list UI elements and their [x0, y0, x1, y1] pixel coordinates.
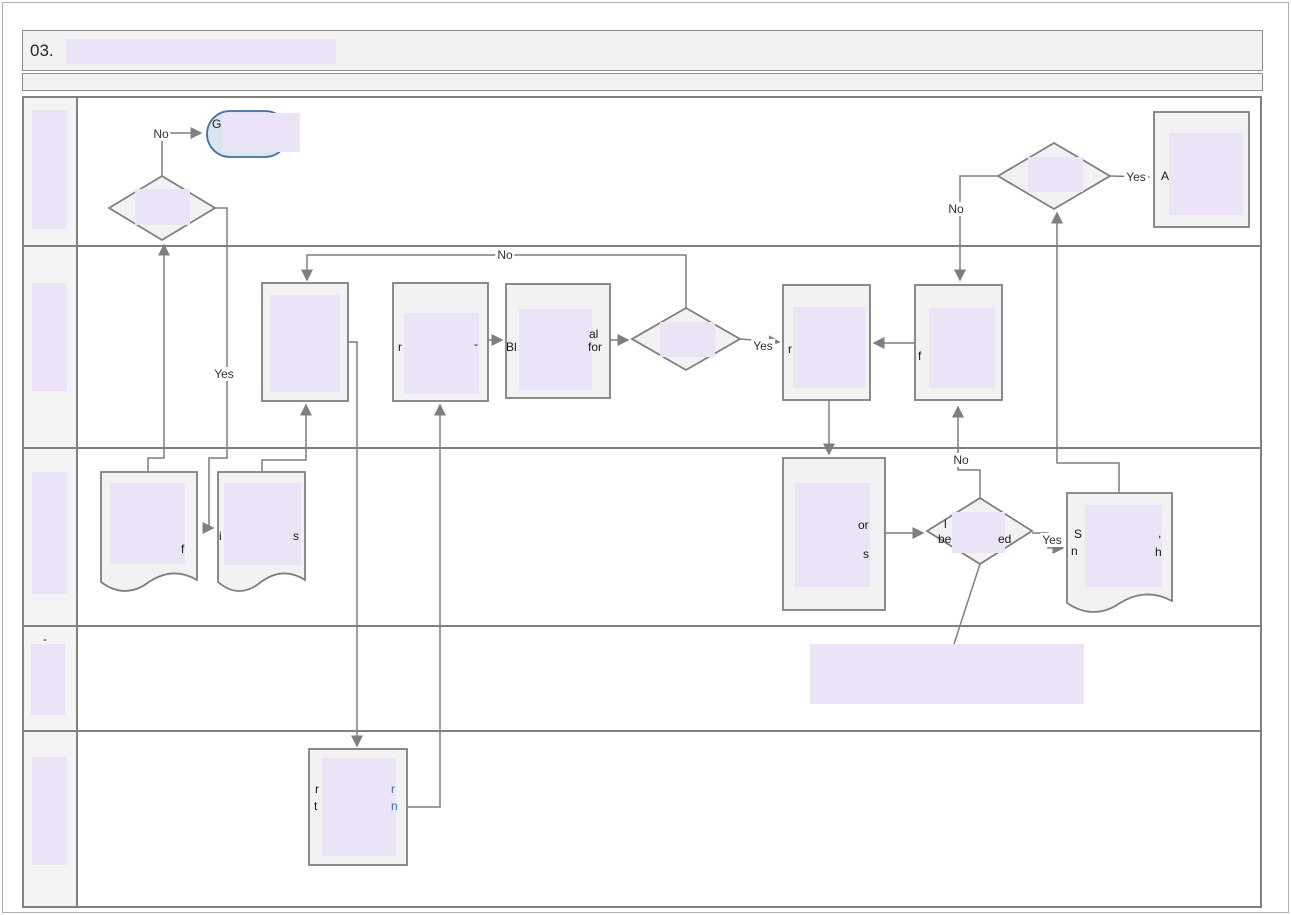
- fragment-doc3-3: n: [1071, 544, 1078, 558]
- label-decision3-no: No: [951, 453, 971, 467]
- fragment-doc3-4: h: [1155, 545, 1162, 559]
- lane-divider-2: [22, 447, 1262, 449]
- document2-redaction: [224, 483, 301, 565]
- terminator-redaction: [222, 113, 300, 152]
- lane-divider-1: [22, 245, 1262, 247]
- fragment-lane5box-link-2[interactable]: n: [391, 799, 398, 813]
- fragment-lane5box-link-1[interactable]: r: [391, 782, 395, 796]
- fragment-box3-left: Bl: [506, 340, 517, 354]
- boxA-redaction: [1169, 133, 1243, 215]
- fragment-terminator-g: G: [212, 117, 222, 131]
- decision4-redaction: [1028, 157, 1083, 192]
- fragment-lane5box-2: t: [314, 799, 318, 813]
- title-redaction: [66, 39, 336, 64]
- decision1-redaction: [135, 189, 190, 225]
- lane5box-redaction: [322, 758, 396, 856]
- label-decision1-no: No: [151, 127, 171, 141]
- fragment-box4-left: r: [788, 342, 792, 356]
- fragment-box2-left: r: [398, 340, 402, 354]
- label-decision2-yes: Yes: [751, 339, 775, 353]
- fragment-lane4-header: -: [43, 632, 47, 646]
- box3-redaction: [519, 309, 592, 390]
- fragment-lane3box-1: or: [858, 518, 869, 532]
- header-separator: [76, 96, 78, 908]
- page-title: 03.: [30, 41, 54, 60]
- decision2-redaction: [660, 322, 715, 357]
- lane-divider-4: [22, 730, 1262, 732]
- lane3-label-redaction: [32, 472, 67, 594]
- title-band: 03.: [22, 30, 1263, 71]
- lane-divider-3: [22, 625, 1262, 627]
- fragment-lane3box-2: s: [863, 547, 869, 561]
- label-decision1-yes: Yes: [212, 367, 236, 381]
- fragment-box3-right-1: al: [589, 327, 599, 341]
- lane1-label-redaction: [32, 110, 67, 229]
- fragment-box2-right: -: [474, 337, 478, 351]
- fragment-doc2-left: i: [219, 529, 222, 543]
- label-decision2-no: No: [495, 248, 515, 262]
- lane3box-redaction: [795, 483, 870, 587]
- fragment-doc3-1: S: [1074, 527, 1083, 541]
- fragment-doc1-right: f: [181, 542, 185, 556]
- fragment-doc2-right: s: [293, 529, 299, 543]
- label-decision4-yes: Yes: [1124, 170, 1148, 184]
- lane2-label-redaction: [32, 283, 67, 391]
- fragment-decision3-3: ed: [998, 532, 1012, 546]
- lane5-label-redaction: [32, 757, 67, 865]
- document1-redaction: [110, 483, 185, 564]
- box2-redaction: [404, 313, 479, 394]
- fragment-decision3-2: be: [938, 532, 952, 546]
- fragment-doc3-2: ,: [1158, 526, 1162, 540]
- fragment-boxA-a: A: [1161, 169, 1170, 183]
- fragment-lane5box-1: r: [315, 782, 319, 796]
- document3-redaction: [1085, 505, 1162, 587]
- lane4-label-redaction: [31, 644, 65, 715]
- fragment-box5-left: f: [918, 349, 922, 363]
- box5-redaction: [929, 308, 995, 388]
- box1-redaction: [270, 295, 340, 392]
- decision3-redaction: [952, 512, 1005, 553]
- fragment-box3-right-2: for: [588, 340, 603, 354]
- label-decision4-no: No: [946, 202, 966, 216]
- box4-redaction: [793, 307, 865, 388]
- fragment-decision3-1: l: [944, 517, 947, 531]
- lane4-annotation-redaction: [810, 644, 1084, 704]
- label-decision3-yes: Yes: [1040, 533, 1064, 547]
- subtitle-band: [22, 73, 1263, 91]
- swimlane-table-border: [22, 96, 1262, 908]
